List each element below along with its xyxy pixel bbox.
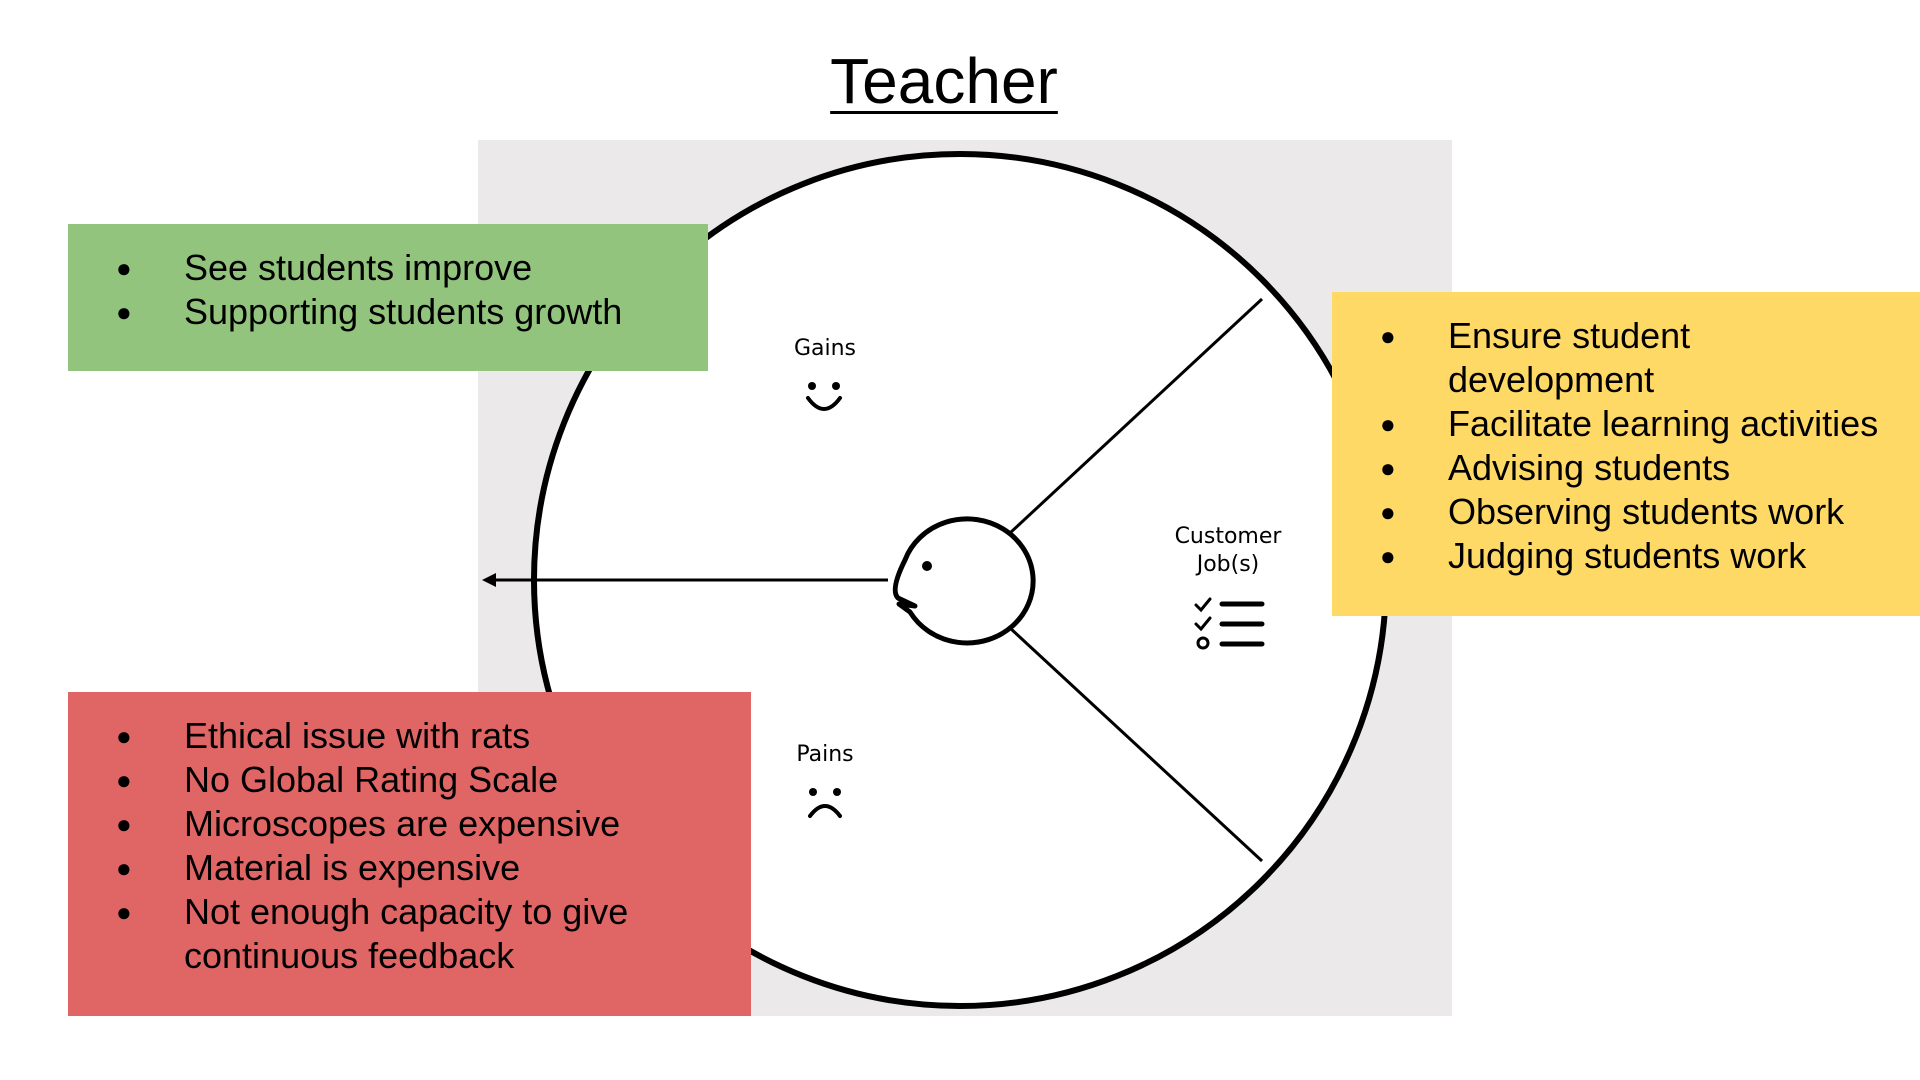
arrow-head-icon bbox=[482, 573, 496, 587]
gains-item: Supporting students growth bbox=[68, 290, 708, 334]
gains-item: See students improve bbox=[68, 246, 708, 290]
jobs-item: Facilitate learning activities bbox=[1332, 402, 1920, 446]
smiley-face-icon bbox=[806, 382, 842, 411]
divider-line-bottom bbox=[1008, 626, 1264, 863]
pains-item: Not enough capacity to give continuous f… bbox=[68, 890, 704, 978]
pains-item: Microscopes are expensive bbox=[68, 802, 751, 846]
customer-jobs-label-line1: Customer bbox=[1175, 524, 1283, 549]
checklist-icon bbox=[1194, 597, 1265, 650]
jobs-item: Observing students work bbox=[1332, 490, 1920, 534]
jobs-item: Judging students work bbox=[1332, 534, 1920, 578]
divider-line-top bbox=[1008, 297, 1264, 535]
jobs-list: Ensure student development Facilitate le… bbox=[1332, 314, 1920, 578]
pains-sticky-note: Ethical issue with rats No Global Rating… bbox=[68, 692, 751, 1016]
pains-item: No Global Rating Scale bbox=[68, 758, 751, 802]
pains-list: Ethical issue with rats No Global Rating… bbox=[68, 714, 751, 978]
jobs-item: Advising students bbox=[1332, 446, 1920, 490]
gains-list: See students improve Supporting students… bbox=[68, 246, 708, 334]
pains-label: Pains bbox=[796, 742, 853, 767]
page-title: Teacher bbox=[830, 45, 1058, 117]
gains-sticky-note: See students improve Supporting students… bbox=[68, 224, 708, 371]
customer-jobs-label-line2: Job(s) bbox=[1195, 552, 1260, 577]
frowny-face-icon bbox=[808, 788, 842, 818]
jobs-sticky-note: Ensure student development Facilitate le… bbox=[1332, 292, 1920, 616]
jobs-item: Ensure student development bbox=[1332, 314, 1718, 402]
gains-label: Gains bbox=[794, 336, 856, 361]
customer-head-icon bbox=[892, 516, 1036, 646]
pains-item: Material is expensive bbox=[68, 846, 751, 890]
pains-item: Ethical issue with rats bbox=[68, 714, 751, 758]
